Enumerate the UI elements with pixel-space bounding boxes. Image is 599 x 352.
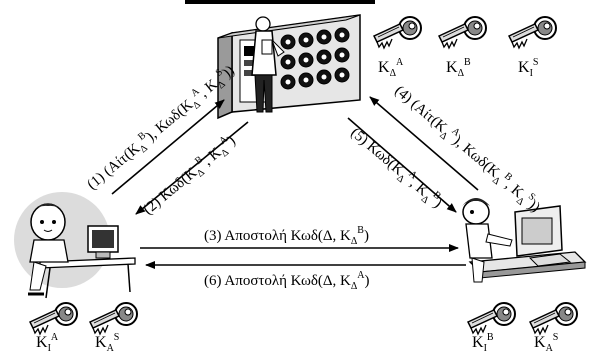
label-msg-6: (6) Αποστολή Κωδ(Δ, KΔA) xyxy=(204,270,370,292)
user-b-keys: KIB KAS xyxy=(467,302,578,352)
label-msg-4: (4) (Αίτ(KΔA), Κωδ(KΔB, KΔS)) xyxy=(389,81,544,218)
key-label: KIB xyxy=(472,332,494,352)
key-icon xyxy=(438,16,487,49)
key-icon xyxy=(373,16,422,49)
user-a-computer-icon xyxy=(14,192,136,299)
key-icon xyxy=(89,302,138,335)
server-computer-icon xyxy=(217,14,361,120)
key-label: KAS xyxy=(95,332,119,352)
label-msg-3: (3) Αποστολή Κωδ(Δ, KΔB) xyxy=(204,225,369,247)
key-label: KΔB xyxy=(446,57,471,79)
key-label: KIA xyxy=(36,332,59,352)
arrow-msg-5 xyxy=(347,117,457,213)
label-msg-5: (5) Κωδ(KΔA, KΔB) xyxy=(345,123,446,214)
title-remnant xyxy=(185,0,375,4)
arrow-msg-4 xyxy=(369,96,479,191)
key-icon xyxy=(29,302,78,335)
key-label: KΔA xyxy=(378,57,404,79)
label-msg-1: (1) (Αίτ(KΔB), Κωδ(KΔA, KΔS)) xyxy=(82,60,239,195)
key-label: KAS xyxy=(534,332,558,352)
server-keys: KΔA KΔB KIS xyxy=(373,16,557,79)
key-icon xyxy=(467,302,516,335)
arrow-msg-1 xyxy=(111,99,225,195)
user-b-computer-icon xyxy=(462,198,587,283)
key-label: KIS xyxy=(518,57,538,79)
arrow-msg-2 xyxy=(135,121,249,215)
key-icon xyxy=(508,16,557,49)
key-icon xyxy=(529,302,578,335)
user-a-keys: KIA KAS xyxy=(29,302,138,352)
